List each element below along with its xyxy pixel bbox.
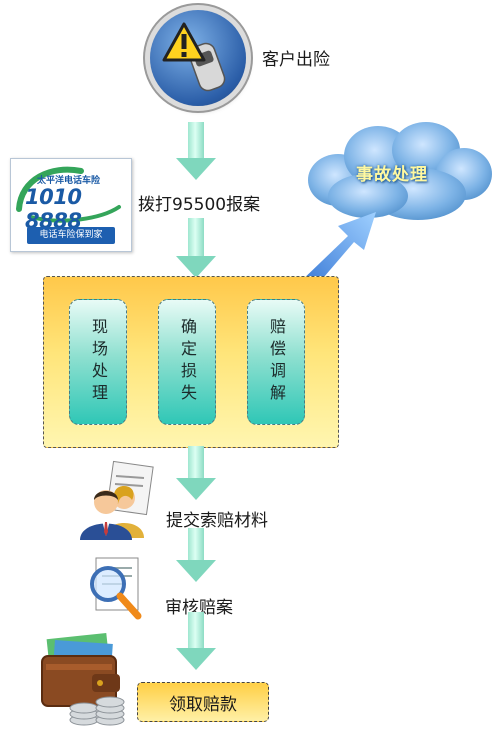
step-dial-hotline: 拨打95500报案: [138, 195, 261, 215]
process-item-label: 赔偿调解: [267, 318, 286, 406]
step-report-accident: 客户出险: [262, 50, 330, 70]
flow-arrow: [176, 446, 216, 502]
people-document-icon: [80, 460, 154, 540]
step-submit-materials: 提交索赔材料: [166, 511, 268, 531]
cloud-shape: [308, 122, 492, 220]
flow-arrow: [176, 218, 216, 280]
wallet-coins-icon: [41, 632, 125, 726]
step-review-claim: 审核赔案: [165, 598, 233, 618]
process-item-label: 现场处理: [89, 318, 108, 406]
process-item-mediation: 赔偿调解: [247, 299, 305, 425]
step-receive-payment: 领取赔款: [137, 682, 269, 722]
hotline-logo: 太平洋电话车险 1010 8888 电话车险保到家: [10, 158, 132, 252]
hotline-logo-bottom: 电话车险保到家: [27, 227, 115, 244]
flow-arrow: [176, 612, 216, 674]
magnifier-document-icon: [90, 557, 142, 620]
cloud-label: 事故处理: [356, 165, 428, 185]
flow-arrow: [176, 528, 216, 584]
hotline-logo-top: 太平洋电话车险: [37, 176, 101, 186]
process-item-label: 确定损失: [178, 318, 197, 406]
process-item-onsite: 现场处理: [69, 299, 127, 425]
car-warning-icon: [150, 10, 246, 106]
hotline-number: 1010 8888: [25, 185, 82, 233]
process-item-assess-loss: 确定损失: [158, 299, 216, 425]
step-receive-payment-label: 领取赔款: [169, 694, 237, 715]
flow-arrow: [176, 122, 216, 180]
